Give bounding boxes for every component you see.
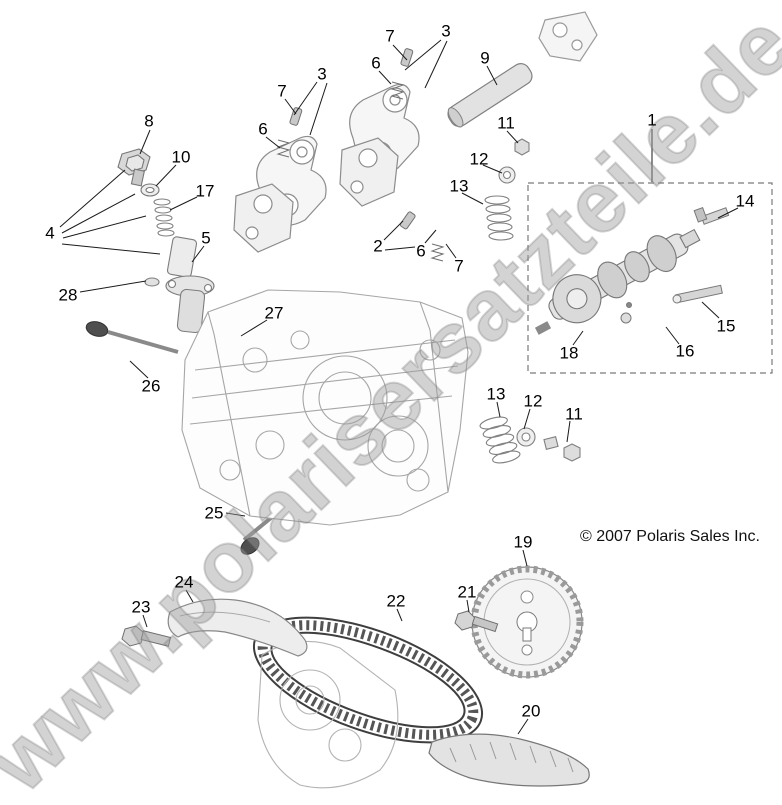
- crankcase-cover: [257, 640, 399, 789]
- leader-lines: [59, 39, 739, 735]
- chain-guard: [167, 598, 308, 657]
- guard-bolt: [121, 625, 172, 647]
- valve-intake: [85, 321, 179, 354]
- copyright-text: © 2007 Polaris Sales Inc.: [580, 528, 760, 545]
- cylinder-head: [181, 289, 469, 526]
- flange-bolt: [117, 148, 175, 237]
- sprocket-bolt: [454, 610, 499, 633]
- valve-spring-upper: [484, 138, 530, 241]
- rocker-support: [233, 137, 399, 253]
- rocker-shaft: [447, 63, 533, 128]
- tensioner-body: [144, 236, 215, 334]
- cam-sprocket: [470, 565, 584, 679]
- set-screw: [620, 302, 632, 324]
- camshaft-end-stub: [534, 321, 552, 335]
- dowel-pin: [672, 284, 723, 304]
- camshaft-box: [527, 182, 773, 374]
- valve-spring-lower: [479, 416, 521, 464]
- cam-bolt: [693, 207, 730, 225]
- valve-washer-nut-lower: [516, 427, 581, 462]
- tensioner-blade: [428, 733, 590, 787]
- camshaft: [548, 228, 701, 324]
- bracket-fragment: [538, 11, 598, 62]
